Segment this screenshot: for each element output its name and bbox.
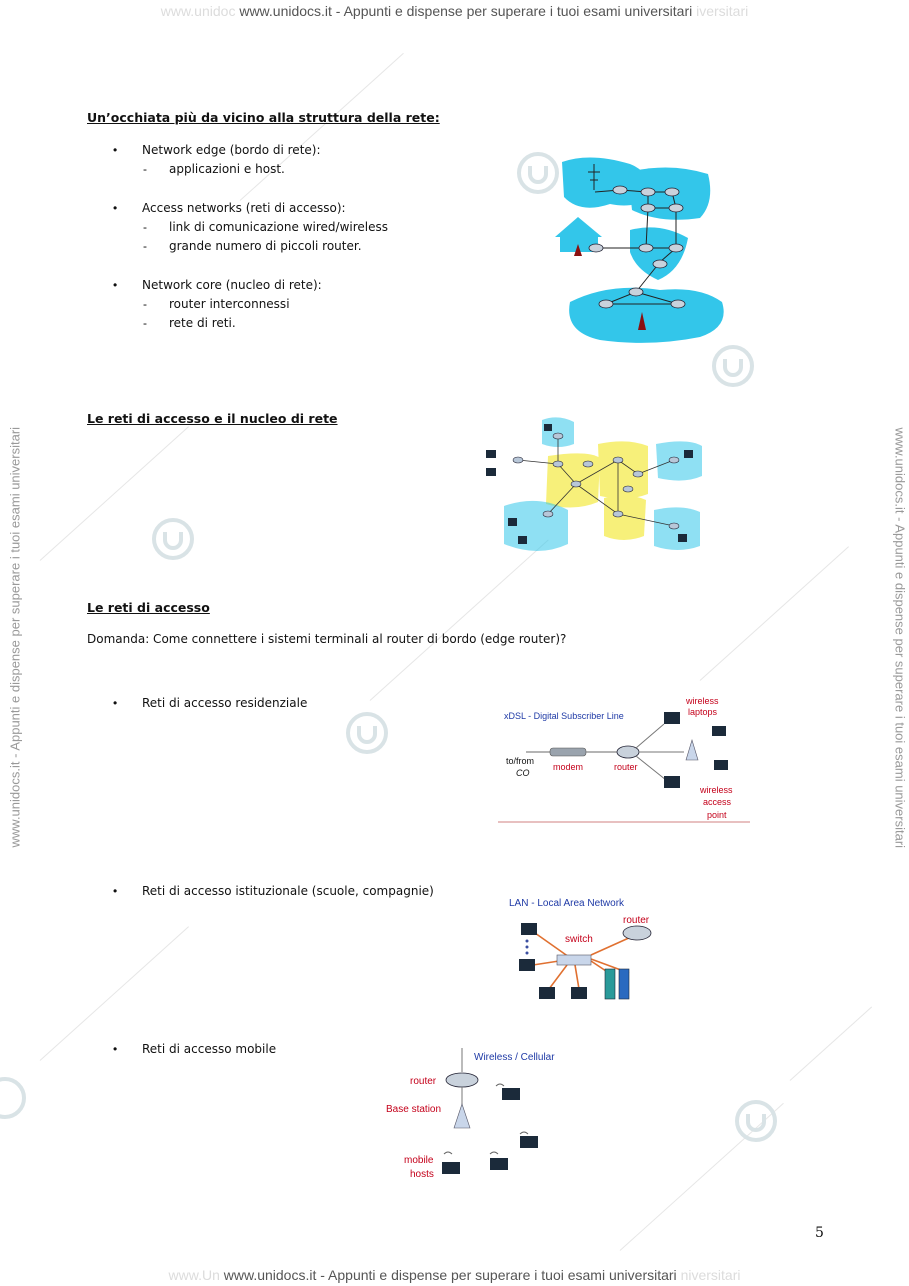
sub-list-item: grande numero di piccoli router.: [169, 239, 362, 253]
list-item: Network edge (bordo di rete):: [142, 143, 321, 157]
switch-label: switch: [565, 934, 593, 945]
watermark-stroke: [39, 926, 189, 1061]
footer-ghost-right: niversitari: [680, 1267, 741, 1283]
watermark-logo-icon: [346, 712, 388, 754]
bullet-icon: •: [113, 1042, 118, 1056]
bullet-icon: •: [113, 696, 118, 710]
watermark-logo-icon: [712, 345, 754, 387]
router-icon: [616, 745, 640, 759]
server-icon: [618, 968, 630, 1000]
watermark-stroke: [699, 546, 849, 681]
dash-icon: -: [143, 297, 147, 311]
wireless-laptops-label: wireless: [685, 696, 719, 706]
watermark-stroke: [239, 52, 404, 201]
watermark-stroke: [789, 1006, 873, 1081]
desktop-icon: [571, 987, 587, 999]
desktop-icon: [664, 712, 680, 724]
server-icon: [604, 968, 616, 1000]
header-text: www.unidocs.it - Appunti e dispense per …: [239, 3, 693, 19]
sub-list-item: router interconnessi: [169, 297, 290, 311]
router-label: router: [614, 762, 638, 772]
header-ghost-right: iversitari: [696, 3, 749, 19]
access-point-icon: [685, 738, 699, 761]
footer-ghost-left: www.Un: [168, 1267, 220, 1283]
section-title-access-and-core: Le reti di accesso e il nucleo di rete: [87, 411, 338, 426]
footer-text: www.unidocs.it - Appunti e dispense per …: [223, 1267, 677, 1283]
switch-icon: [556, 954, 592, 966]
wap-label: wireless: [699, 785, 733, 795]
dash-icon: -: [143, 162, 147, 176]
base-station-icon: [453, 1103, 471, 1129]
bullet-icon: •: [113, 143, 118, 157]
lan-router-label: router: [623, 915, 650, 926]
wap-label: point: [707, 810, 727, 820]
lan-diagram: LAN - Local Area Network router switch: [509, 898, 652, 1000]
bullet-icon: •: [113, 884, 118, 898]
list-item: Network core (nucleo di rete):: [142, 278, 322, 292]
wireless-cellular-diagram: Wireless / Cellular router Base station …: [386, 1048, 555, 1180]
header-watermark: www.unidoc www.unidocs.it - Appunti e di…: [0, 3, 909, 19]
sub-list-item: applicazioni e host.: [169, 162, 285, 176]
list-item-institutional: Reti di accesso istituzionale (scuole, c…: [142, 884, 434, 898]
dash-icon: -: [143, 220, 147, 234]
bullet-icon: •: [113, 201, 118, 215]
laptop-icon: [714, 760, 728, 770]
dash-icon: -: [143, 316, 147, 330]
xdsl-diagram: xDSL - Digital Subscriber Line to/from C…: [498, 696, 750, 823]
xdsl-title: xDSL - Digital Subscriber Line: [504, 711, 624, 721]
base-station-label: Base station: [386, 1104, 441, 1115]
wap-label: access: [703, 797, 732, 807]
footer-watermark: www.Un www.unidocs.it - Appunti e dispen…: [0, 1267, 909, 1283]
mobile-hosts-label: hosts: [410, 1169, 434, 1180]
laptop-icon: [442, 1162, 460, 1174]
laptop-icon: [490, 1158, 508, 1170]
wireless-router-icon: [445, 1072, 479, 1088]
section-title-access-networks: Le reti di accesso: [87, 600, 210, 615]
bullet-icon: •: [113, 278, 118, 292]
laptop-icon: [502, 1088, 520, 1100]
lan-title: LAN - Local Area Network: [509, 898, 625, 909]
dash-icon: -: [143, 239, 147, 253]
desktop-icon: [539, 987, 555, 999]
laptop-icon: [712, 726, 726, 736]
watermark-logo-icon: [152, 518, 194, 560]
laptop-icon: [520, 1136, 538, 1148]
watermark-logo-icon: [517, 152, 559, 194]
access-core-diagram: [486, 417, 702, 551]
list-item-residential: Reti di accesso residenziale: [142, 696, 308, 710]
left-side-watermark: www.unidocs.it - Appunti e dispense per …: [7, 426, 23, 848]
desktop-icon: [519, 959, 535, 971]
lan-router-icon: [622, 925, 652, 941]
network-structure-diagram: [555, 157, 724, 343]
watermark-stroke: [369, 539, 549, 701]
wireless-laptops-label: laptops: [688, 707, 718, 717]
wireless-title: Wireless / Cellular: [474, 1052, 555, 1063]
modem-icon: [549, 747, 587, 757]
desktop-icon: [521, 923, 537, 935]
list-item: Access networks (reti di accesso):: [142, 201, 346, 215]
mobile-hosts-label: mobile: [404, 1155, 434, 1166]
sub-list-item: rete di reti.: [169, 316, 236, 330]
section-title-network-structure: Un’occhiata più da vicino alla struttura…: [87, 110, 440, 125]
list-item-mobile: Reti di accesso mobile: [142, 1042, 277, 1056]
watermark-logo-icon: [735, 1100, 777, 1142]
to-from-label: to/from: [506, 756, 534, 766]
header-ghost-left: www.unidoc: [160, 3, 236, 19]
sub-list-item: link di comunicazione wired/wireless: [169, 220, 388, 234]
modem-label: modem: [553, 762, 583, 772]
wireless-router-label: router: [410, 1076, 437, 1087]
question-text: Domanda: Come connettere i sistemi termi…: [87, 632, 567, 646]
page-number: 5: [815, 1225, 824, 1241]
co-label: CO: [516, 768, 530, 778]
watermark-logo-icon: [0, 1077, 26, 1119]
desktop-icon: [664, 776, 680, 788]
right-side-watermark: www.unidocs.it - Appunti e dispense per …: [892, 427, 908, 849]
